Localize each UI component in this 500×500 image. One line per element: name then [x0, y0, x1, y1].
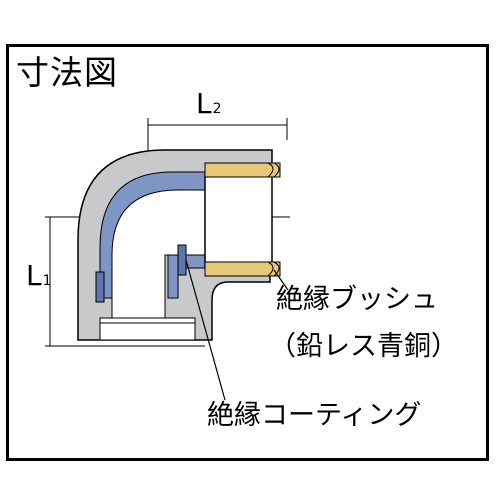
dimension-l1-subscript: 1 — [42, 273, 52, 289]
label-insulating-bushing: 絶縁ブッシュ — [276, 284, 438, 315]
label-insulating-coating: 絶縁コーティング — [207, 400, 422, 431]
insulating-bushing — [204, 162, 281, 277]
dimension-l1-letter: L — [26, 259, 42, 292]
dimension-label-l2: L2 — [196, 90, 222, 118]
dimension-label-l1: L1 — [26, 262, 52, 290]
bottom-opening — [99, 317, 196, 341]
dimension-l2-subscript: 2 — [212, 101, 222, 117]
diagram-frame — [6, 44, 489, 461]
dimension-l2-letter: L — [196, 87, 212, 120]
diagram-title: 寸法図 — [16, 53, 118, 92]
right-socket — [204, 174, 273, 269]
coating-tabs — [95, 244, 187, 303]
label-bushing-material: （鉛レス青銅） — [269, 331, 458, 362]
leader-lines — [185, 259, 289, 401]
